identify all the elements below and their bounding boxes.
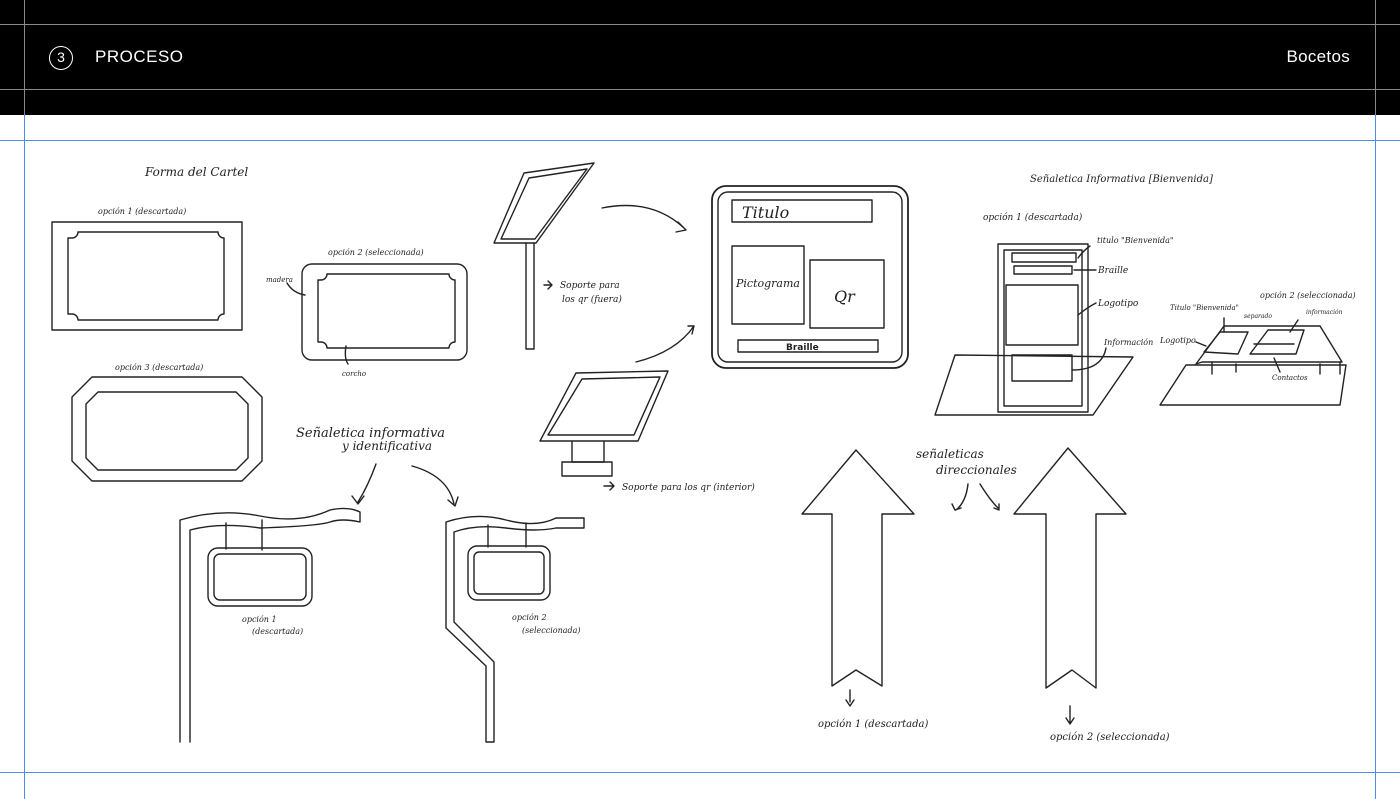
header-divider-bottom	[0, 89, 1400, 90]
bienvenida-titulo-label: titulo "Bienvenida"	[1097, 236, 1174, 245]
panel-qr: Qr	[834, 287, 856, 306]
sketch-area: Forma del Cartel opción 1 (descartada) o…	[51, 162, 1356, 743]
mesa-informacion-label: información	[1306, 309, 1343, 316]
forma-title: Forma del Cartel	[144, 165, 248, 179]
bienvenida-logotipo-label: Logotipo	[1097, 299, 1139, 309]
bienvenida-braille-label: Braille	[1097, 266, 1128, 276]
flecha-op2-label: opción 2 (seleccionada)	[1050, 732, 1170, 743]
flecha-op1-label: opción 1 (descartada)	[818, 719, 928, 730]
hanging-op2-line2: (seleccionada)	[522, 626, 581, 635]
senaletica-arrow-left	[351, 463, 377, 505]
senaletica-title-line1: Señaletica informativa	[296, 426, 445, 441]
header-divider-top	[0, 24, 1400, 25]
guide-line-right	[1375, 115, 1376, 799]
direccionales-arrow-right	[979, 483, 1000, 511]
section-number-badge: 3	[49, 46, 73, 70]
hanging-op1-line1: opción 1	[242, 615, 277, 624]
guide-line-bottom	[0, 772, 1400, 773]
soporte-interior-arrow	[603, 481, 615, 491]
panel-braille: Braille	[786, 343, 819, 353]
forma-op2-label: opción 2 (seleccionada)	[328, 248, 424, 257]
direccionales-line1: señaleticas	[916, 447, 984, 461]
mesa-pointer-arrows	[1195, 317, 1299, 373]
madera-arrow	[286, 282, 306, 296]
hanging-sign-option-2	[445, 515, 585, 743]
bienvenida-title: Señaletica Informativa [Bienvenida]	[1030, 174, 1213, 185]
qr-stand-outdoor	[493, 162, 595, 350]
main-panel-sketch	[711, 185, 909, 369]
soporte-fuera-line2: los qr (fuera)	[562, 294, 622, 305]
bienvenida-info-label: Información	[1103, 338, 1153, 347]
welcome-table-option-2	[1159, 325, 1347, 406]
panel-titulo: Titulo	[742, 203, 789, 222]
forma-op3-label: opción 3 (descartada)	[115, 363, 203, 372]
guide-line-left	[24, 115, 25, 799]
direccionales-line2: direccionales	[936, 463, 1017, 477]
sign-shape-option-1	[51, 221, 243, 331]
bienvenida-op1-label: opción 1 (descartada)	[983, 212, 1083, 223]
bienvenida-info-arrow	[1071, 347, 1107, 371]
senaletica-title-line2: y identificativa	[341, 439, 432, 453]
sign-shape-option-3	[71, 376, 263, 482]
soporte-fuera-arrow	[543, 280, 553, 290]
section-title: PROCESO	[95, 47, 184, 66]
senaletica-arrow-right	[411, 465, 459, 507]
bienvenida-titulo-arrow	[1077, 245, 1091, 259]
flow-arrow-bottom	[635, 325, 695, 363]
sign-shape-option-2	[301, 263, 468, 361]
hanging-sign-option-1	[179, 507, 361, 743]
bienvenida-logotipo-arrow	[1077, 302, 1097, 316]
madera-label: madera	[266, 276, 293, 284]
corcho-arrow	[344, 345, 349, 365]
soporte-fuera-line1: Soporte para	[560, 281, 620, 291]
forma-op1-label: opción 1 (descartada)	[98, 207, 186, 216]
guide-line-top	[0, 140, 1400, 141]
hanging-op1-line2: (descartada)	[252, 627, 303, 636]
hanging-op2-line1: opción 2	[512, 613, 547, 622]
mesa-titulo-label: Titulo "Bienvenida"	[1170, 304, 1239, 312]
page-label: Bocetos	[1286, 47, 1350, 66]
mesa-separado-label: separado	[1244, 313, 1272, 320]
qr-stand-indoor	[539, 370, 669, 477]
mesa-logotipo-label: Logotipo	[1159, 336, 1196, 345]
directional-arrow-option-1	[801, 449, 915, 707]
direccionales-arrow-left	[951, 483, 969, 511]
corcho-label: corcho	[342, 370, 366, 378]
soporte-interior-label: Soporte para los qr (interior)	[622, 482, 755, 493]
flow-arrow-top	[601, 204, 687, 233]
header-bar	[0, 0, 1400, 115]
directional-arrow-option-2	[1013, 447, 1127, 725]
panel-pictograma: Pictograma	[735, 277, 800, 290]
mesa-contactos-label: Contactos	[1272, 374, 1308, 382]
bienvenida-op2-label: opción 2 (seleccionada)	[1260, 291, 1356, 300]
